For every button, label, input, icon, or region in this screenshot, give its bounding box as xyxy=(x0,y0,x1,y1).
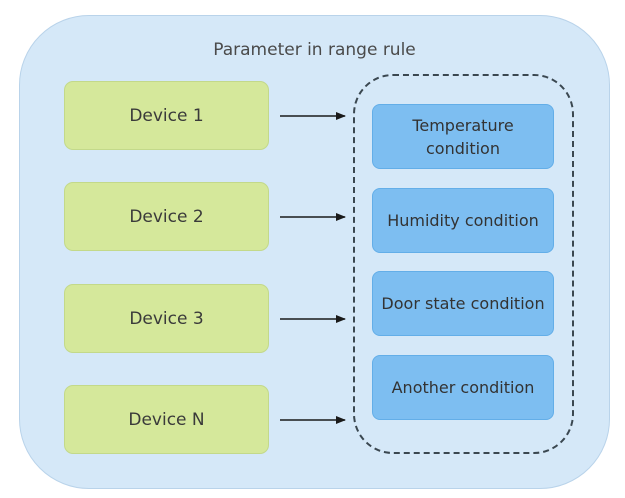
device-3-box: Device 3 xyxy=(64,284,269,353)
diagram-title: Parameter in range rule xyxy=(213,40,416,60)
device-1-box: Device 1 xyxy=(64,81,269,150)
temperature-condition-box: Temperature condition xyxy=(372,104,554,169)
device-n-box: Device N xyxy=(64,385,269,454)
device-2-box: Device 2 xyxy=(64,182,269,251)
door-state-condition-box: Door state condition xyxy=(372,271,554,336)
humidity-condition-box: Humidity condition xyxy=(372,188,554,253)
conditions-group xyxy=(353,74,574,454)
another-condition-box: Another condition xyxy=(372,355,554,420)
